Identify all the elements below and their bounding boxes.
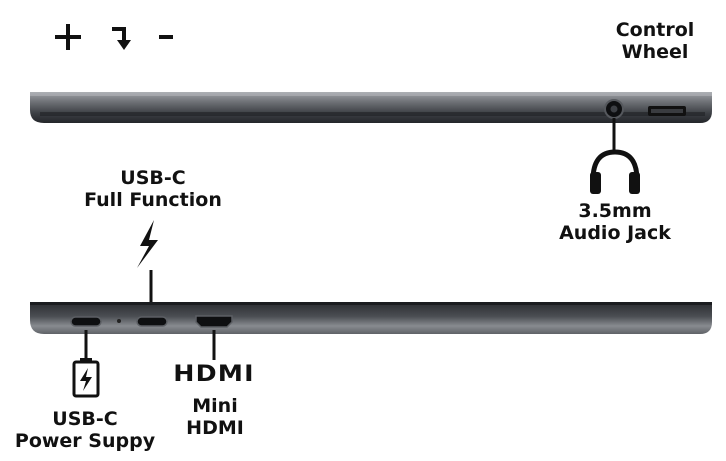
headphones-icon	[590, 149, 640, 194]
mini-hdmi-label: Mini HDMI	[186, 395, 244, 439]
monitor-top-edge	[30, 92, 712, 123]
status-led	[117, 319, 121, 323]
mini-hdmi-port	[195, 315, 233, 328]
usbc-full-function-label: USB-C Full Function	[84, 167, 222, 211]
plus-symbol	[55, 24, 81, 50]
monitor-bottom-edge	[30, 302, 712, 334]
usbc-full-port	[136, 316, 168, 327]
minus-symbol	[159, 35, 173, 39]
hdmi-logo-icon: HDMI	[163, 363, 264, 387]
control-wheel-label: Control Wheel	[615, 19, 695, 63]
usbc-power-supply-label: USB-C Power Suppy	[14, 408, 156, 452]
control-wheel-slot	[648, 106, 686, 116]
battery-charging-icon	[72, 358, 100, 398]
audio-jack-port	[604, 99, 624, 119]
hdmi-logo-text: HDMI	[173, 362, 255, 387]
enter-arrow-icon	[112, 27, 131, 50]
audio-jack-label: 3.5mm Audio Jack	[559, 200, 671, 244]
lightning-bolt-icon	[137, 220, 158, 268]
usbc-power-port	[70, 316, 102, 327]
